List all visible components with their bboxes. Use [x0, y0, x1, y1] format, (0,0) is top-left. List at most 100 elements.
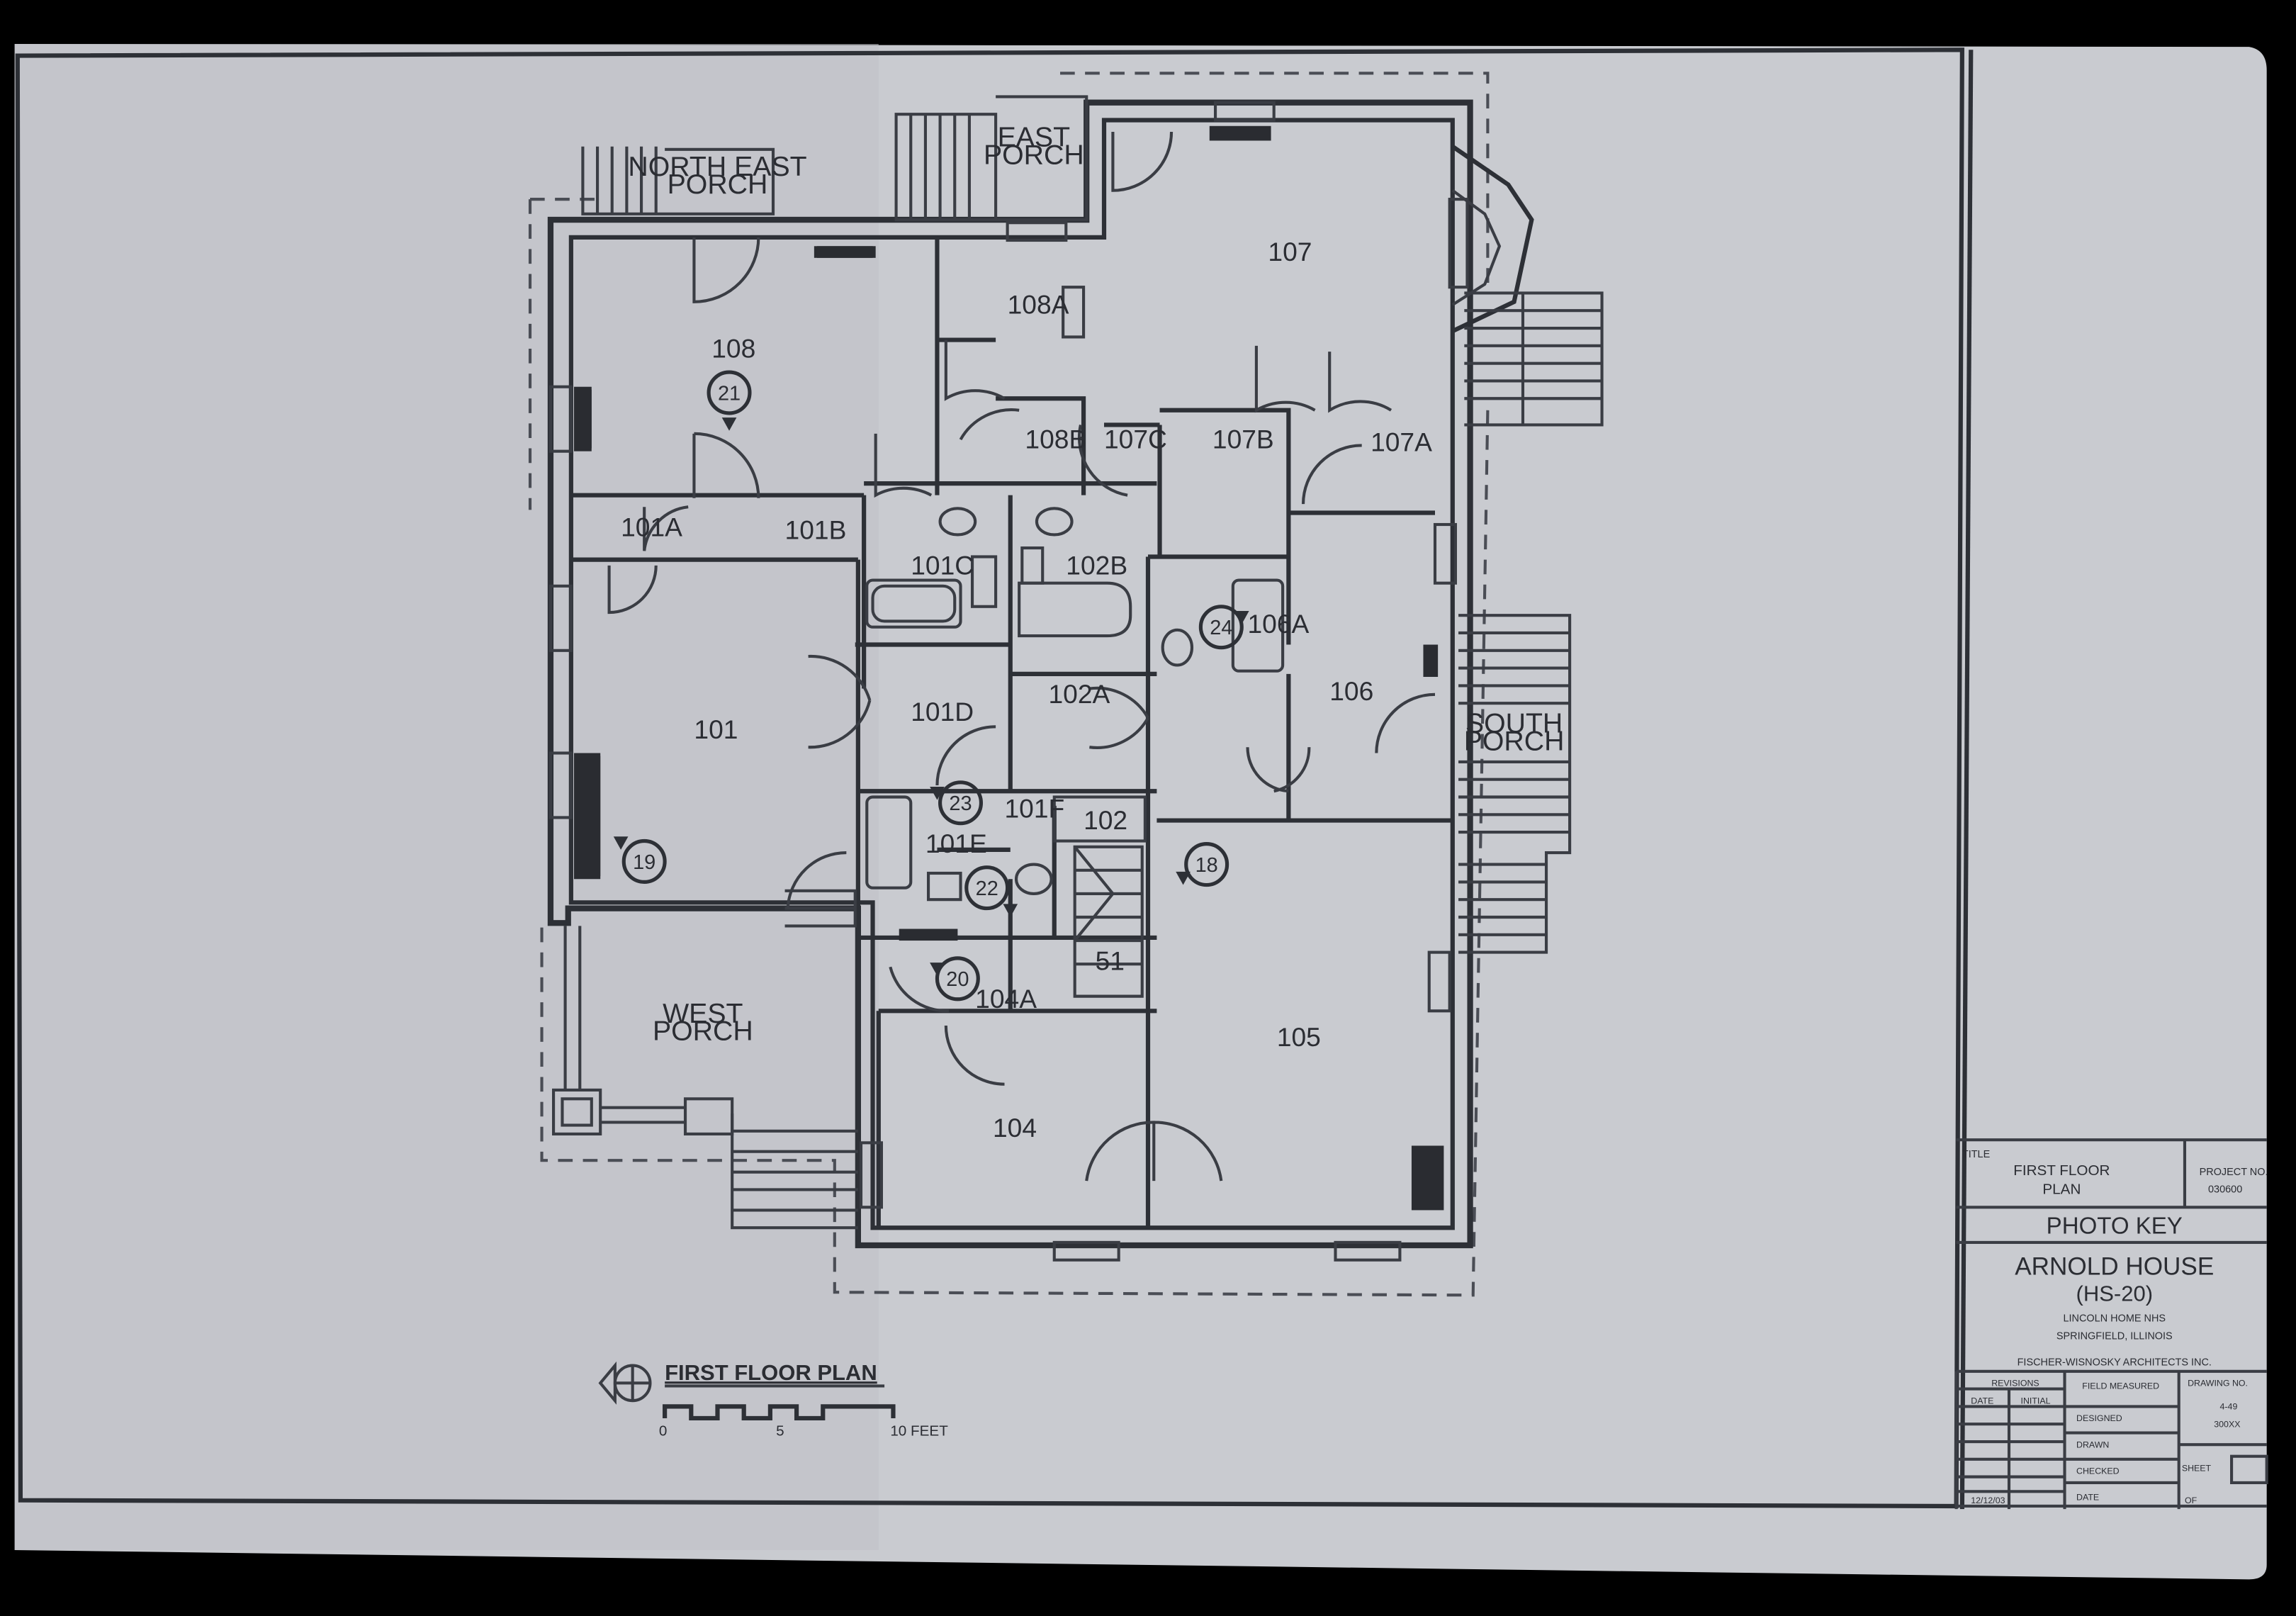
photo-marker-arrow-icon [1234, 610, 1249, 624]
interior-stair [1073, 845, 1144, 998]
sink [926, 871, 962, 902]
window-frame [1448, 198, 1469, 289]
porch-column [552, 1088, 602, 1135]
photo-marker: 19 [613, 836, 667, 884]
window-frame [548, 584, 573, 652]
photo-marker: 20 [930, 956, 980, 1001]
toilet [1035, 507, 1074, 537]
photo-marker-circle [1184, 842, 1229, 887]
door-swing [692, 237, 760, 303]
door-swing [874, 433, 933, 498]
scale-tick: 0 [659, 1423, 667, 1440]
tb-building-code: (HS-20) [2076, 1281, 2153, 1306]
stair-northeast [581, 146, 775, 215]
photo-marker-label: 20 [946, 968, 969, 991]
bathtub [871, 584, 957, 623]
door-swing [1301, 444, 1362, 505]
tb-issued: 12/12/03 [1971, 1496, 2005, 1505]
door-swing [786, 851, 847, 909]
room-label: 102A [1048, 679, 1110, 709]
border-right-rule [1959, 50, 1974, 1510]
window-frame [1433, 522, 1457, 585]
porch-label-west: PORCH [653, 1016, 753, 1047]
tb-project-value: 030600 [2208, 1184, 2242, 1196]
tb-field-measured: FIELD MEASURED [2082, 1381, 2159, 1391]
photo-marker-label: 19 [633, 851, 655, 874]
porch-column [561, 1097, 593, 1127]
photo-marker-circle [1198, 605, 1244, 650]
floor-plan: 108 108A 108B 107 107A 107B 107C 101 101… [528, 72, 1604, 1297]
room-label: 101E [925, 829, 987, 858]
room-label: 105 [1277, 1022, 1321, 1052]
porch-railing [563, 926, 686, 1124]
interior-walls [570, 237, 1453, 1228]
photo-marker: 24 [1198, 605, 1249, 650]
photo-marker-arrow-icon [1176, 871, 1191, 885]
tb-revisions: REVISIONS [1991, 1378, 2039, 1388]
door-swing [1089, 686, 1149, 749]
door-swing [607, 565, 658, 615]
room-label: 106A [1248, 609, 1310, 639]
title-block [1954, 1138, 2268, 1510]
tb-title-value: PLAN [2042, 1182, 2081, 1198]
room-labels: 108 108A 108B 107 107A 107B 107C 101 101… [621, 237, 1432, 1143]
photo-marker-circle [935, 956, 980, 1001]
photo-marker: 22 [964, 865, 1018, 917]
porch-column [683, 1097, 734, 1135]
door-swing [1328, 352, 1392, 413]
tb-project-label: PROJECT NO. [2200, 1167, 2268, 1178]
window [1411, 1145, 1444, 1211]
tb-building-name: ARNOLD HOUSE [2015, 1252, 2214, 1280]
stair-east-porch [996, 95, 1088, 222]
stair-small [784, 889, 857, 928]
room-label: 107B [1212, 425, 1274, 454]
porch-labels: NORTH EAST PORCH EAST PORCH SOUTH PORCH … [628, 122, 1564, 1047]
photo-marker-circle [964, 865, 1010, 911]
tb-dwg-value: 300XX [2214, 1419, 2240, 1429]
exterior-wall-inner [568, 118, 1455, 1230]
photo-marker-label: 21 [718, 382, 741, 405]
porch-label-south: SOUTH [1465, 708, 1563, 739]
room-label: 101 [694, 714, 738, 744]
scale-tick: 10 FEET [890, 1423, 948, 1440]
door-swing [1085, 1121, 1223, 1182]
window-frame [1427, 950, 1451, 1013]
bathtub [865, 578, 962, 629]
fireplace [817, 246, 873, 258]
tb-site-line: LINCOLN HOME NHS [2064, 1313, 2166, 1325]
tb-site-line: SPRINGFIELD, ILLINOIS [2056, 1330, 2173, 1342]
tb-date2: DATE [2076, 1493, 2099, 1503]
door-swing [935, 725, 996, 785]
stair-west [731, 1113, 858, 1230]
photo-marker-circle [707, 370, 752, 415]
doors [607, 132, 1436, 1182]
window [899, 928, 958, 941]
door-swing [1375, 692, 1436, 753]
room-label: 104A [975, 984, 1037, 1014]
photo-marker-arrow-icon [721, 417, 737, 431]
fixtures [865, 286, 1285, 902]
door-swing [959, 408, 1020, 441]
tb-date: DATE [1971, 1396, 1993, 1405]
tb-dwg-value: 4-49 [2220, 1402, 2238, 1412]
tb-drawing-no: DRAWING NO. [2188, 1378, 2248, 1388]
photo-marker: 18 [1176, 842, 1229, 887]
porch-stairs [581, 95, 1604, 1230]
door-swing [1246, 747, 1311, 793]
fireplaces [577, 246, 873, 877]
tb-drawn: DRAWN [2076, 1440, 2109, 1449]
fireplace [577, 389, 592, 449]
porch-label-west: WEST [663, 998, 743, 1029]
room-label: 108B [1025, 425, 1086, 454]
tb-initial: INITIAL [2021, 1396, 2051, 1405]
fireplace [577, 756, 601, 877]
photo-marker-arrow-icon [613, 836, 629, 850]
door-swing [889, 966, 950, 1013]
plan-title-block: FIRST FLOOR PLAN 0 5 10 FEET [598, 1360, 948, 1440]
closet [1020, 546, 1045, 585]
photo-marker: 21 [707, 370, 752, 431]
title-block-text: TITLE FIRST FLOOR PLAN PROJECT NO. 03060… [1962, 1149, 2268, 1505]
tb-designed: DESIGNED [2076, 1413, 2122, 1423]
closet [1052, 795, 1147, 843]
